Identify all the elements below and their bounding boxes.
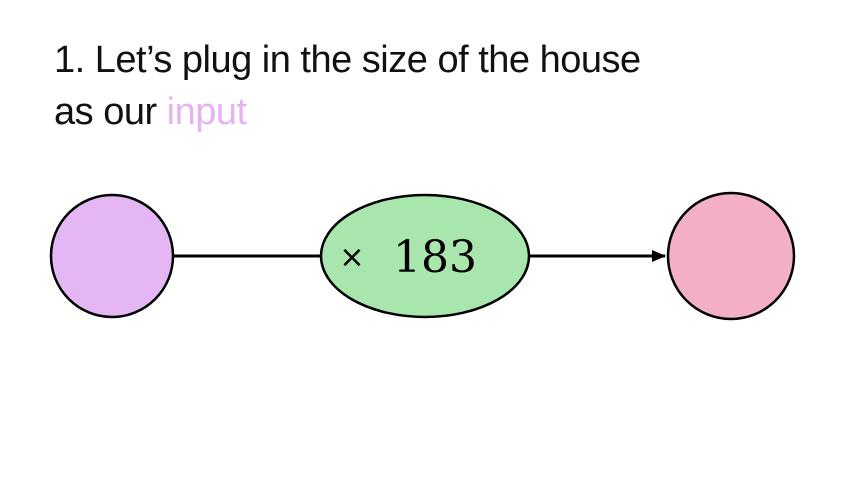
caption-line-2: as our input xyxy=(54,86,641,138)
input-highlight-word: input xyxy=(166,91,247,133)
weight-value: 183 xyxy=(393,232,477,283)
multiply-symbol: × xyxy=(339,240,364,275)
caption: 1. Let’s plug in the size of the house a… xyxy=(54,34,641,138)
caption-line-2-prefix: as our xyxy=(54,91,167,133)
input-node xyxy=(49,193,175,319)
output-node xyxy=(666,191,796,321)
caption-line-1: 1. Let’s plug in the size of the house xyxy=(54,39,641,81)
operation-node xyxy=(319,193,531,319)
